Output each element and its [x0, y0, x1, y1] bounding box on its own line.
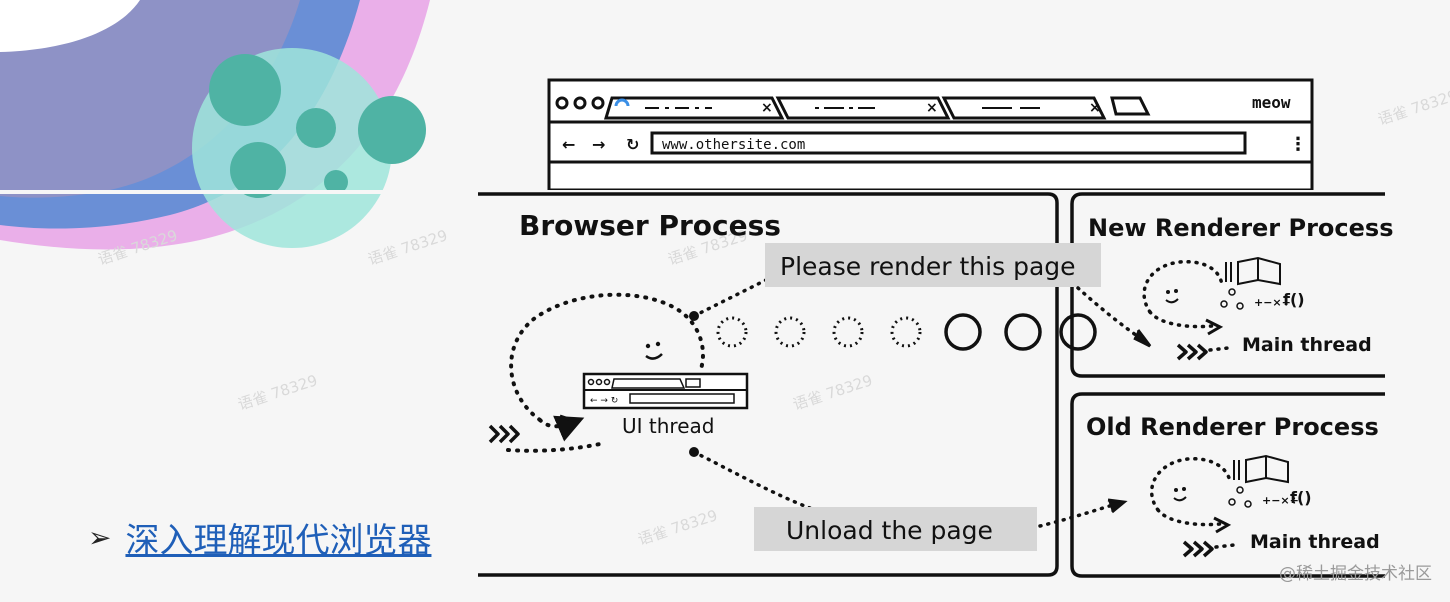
mini-browser-icon: ← → ↻ [582, 372, 749, 410]
svg-text:f(): f() [1290, 488, 1312, 507]
watermark-tile: 语雀 78329 [791, 371, 875, 414]
formula-icon: +−×÷ f() [1228, 486, 1312, 508]
svg-text:+−×÷: +−×÷ [1262, 494, 1299, 507]
watermark-tile: 语雀 78329 [1376, 86, 1450, 129]
svg-text:+−×÷: +−×÷ [1254, 296, 1291, 309]
loading-spinner-icon [614, 98, 630, 107]
bullet-item: ➢ 深入理解现代浏览器 [88, 513, 431, 562]
watermark-tile: 语雀 78329 [236, 371, 320, 414]
close-icon[interactable]: × [1089, 100, 1101, 116]
old-renderer-main-thread-label: Main thread [1250, 531, 1380, 553]
browser-process-title: Browser Process [519, 209, 781, 242]
watermark-tile: 语雀 78329 [96, 226, 180, 269]
article-link[interactable]: 深入理解现代浏览器 [125, 521, 432, 561]
render-request-label-bg [765, 243, 1101, 287]
ui-thread-character: ← → ↻ UI thread [488, 292, 749, 453]
watermark-tile: 语雀 78329 [366, 226, 450, 269]
new-renderer-title: New Renderer Process [1088, 214, 1393, 242]
old-renderer-title: Old Renderer Process [1086, 413, 1379, 441]
address-bar-url: www.othersite.com [662, 137, 805, 153]
close-icon[interactable]: × [761, 100, 773, 116]
new-renderer-main-thread: +−×÷ f() Main thread [1142, 256, 1372, 361]
browser-menu-label: meow [1252, 93, 1291, 112]
old-renderer-main-thread: +−×÷ f() Main thread [1150, 454, 1380, 558]
planet-decoration [0, 0, 430, 250]
svg-text:← → ↻: ← → ↻ [590, 396, 618, 406]
formula-icon: +−×÷ f() [1220, 288, 1305, 310]
close-icon[interactable]: × [926, 100, 938, 116]
unload-label: Unload the page [786, 516, 993, 545]
fast-forward-icon [488, 424, 520, 444]
browser-tab-active[interactable] [603, 96, 785, 120]
address-bar[interactable] [650, 131, 1247, 155]
new-renderer-main-thread-label: Main thread [1242, 334, 1372, 356]
unload-request-message: Unload the page [689, 447, 1128, 551]
fast-forward-icon [1176, 343, 1208, 361]
window-control-dots [555, 96, 605, 110]
book-icon [1225, 256, 1281, 286]
footer-watermark: @稀土掘金技术社区 [1279, 564, 1432, 584]
kebab-menu-icon[interactable]: ⋮ [1289, 134, 1307, 155]
book-icon [1233, 454, 1289, 484]
watermark-tile: 语雀 78329 [636, 506, 720, 549]
ui-thread-label: UI thread [622, 414, 714, 438]
new-tab-button[interactable] [1110, 96, 1151, 116]
render-request-label: Please render this page [780, 252, 1076, 281]
ipc-message-circles [716, 313, 1097, 351]
unload-label-bg [754, 507, 1037, 551]
back-icon[interactable]: ← [562, 135, 575, 154]
browser-window: × × × meow ← → ↻ www.othersite.com ⋮ [0, 78, 1450, 194]
browser-process-box: Browser Process [478, 192, 1059, 577]
bullet-arrow-icon: ➢ [88, 520, 112, 554]
reload-icon[interactable]: ↻ [626, 135, 639, 154]
forward-icon[interactable]: → [592, 135, 605, 154]
render-request-message: Please render this page [689, 243, 1152, 348]
svg-text:f(): f() [1283, 290, 1305, 309]
fast-forward-icon [1182, 540, 1214, 558]
old-renderer-process-box: Old Renderer Process [1070, 392, 1385, 578]
